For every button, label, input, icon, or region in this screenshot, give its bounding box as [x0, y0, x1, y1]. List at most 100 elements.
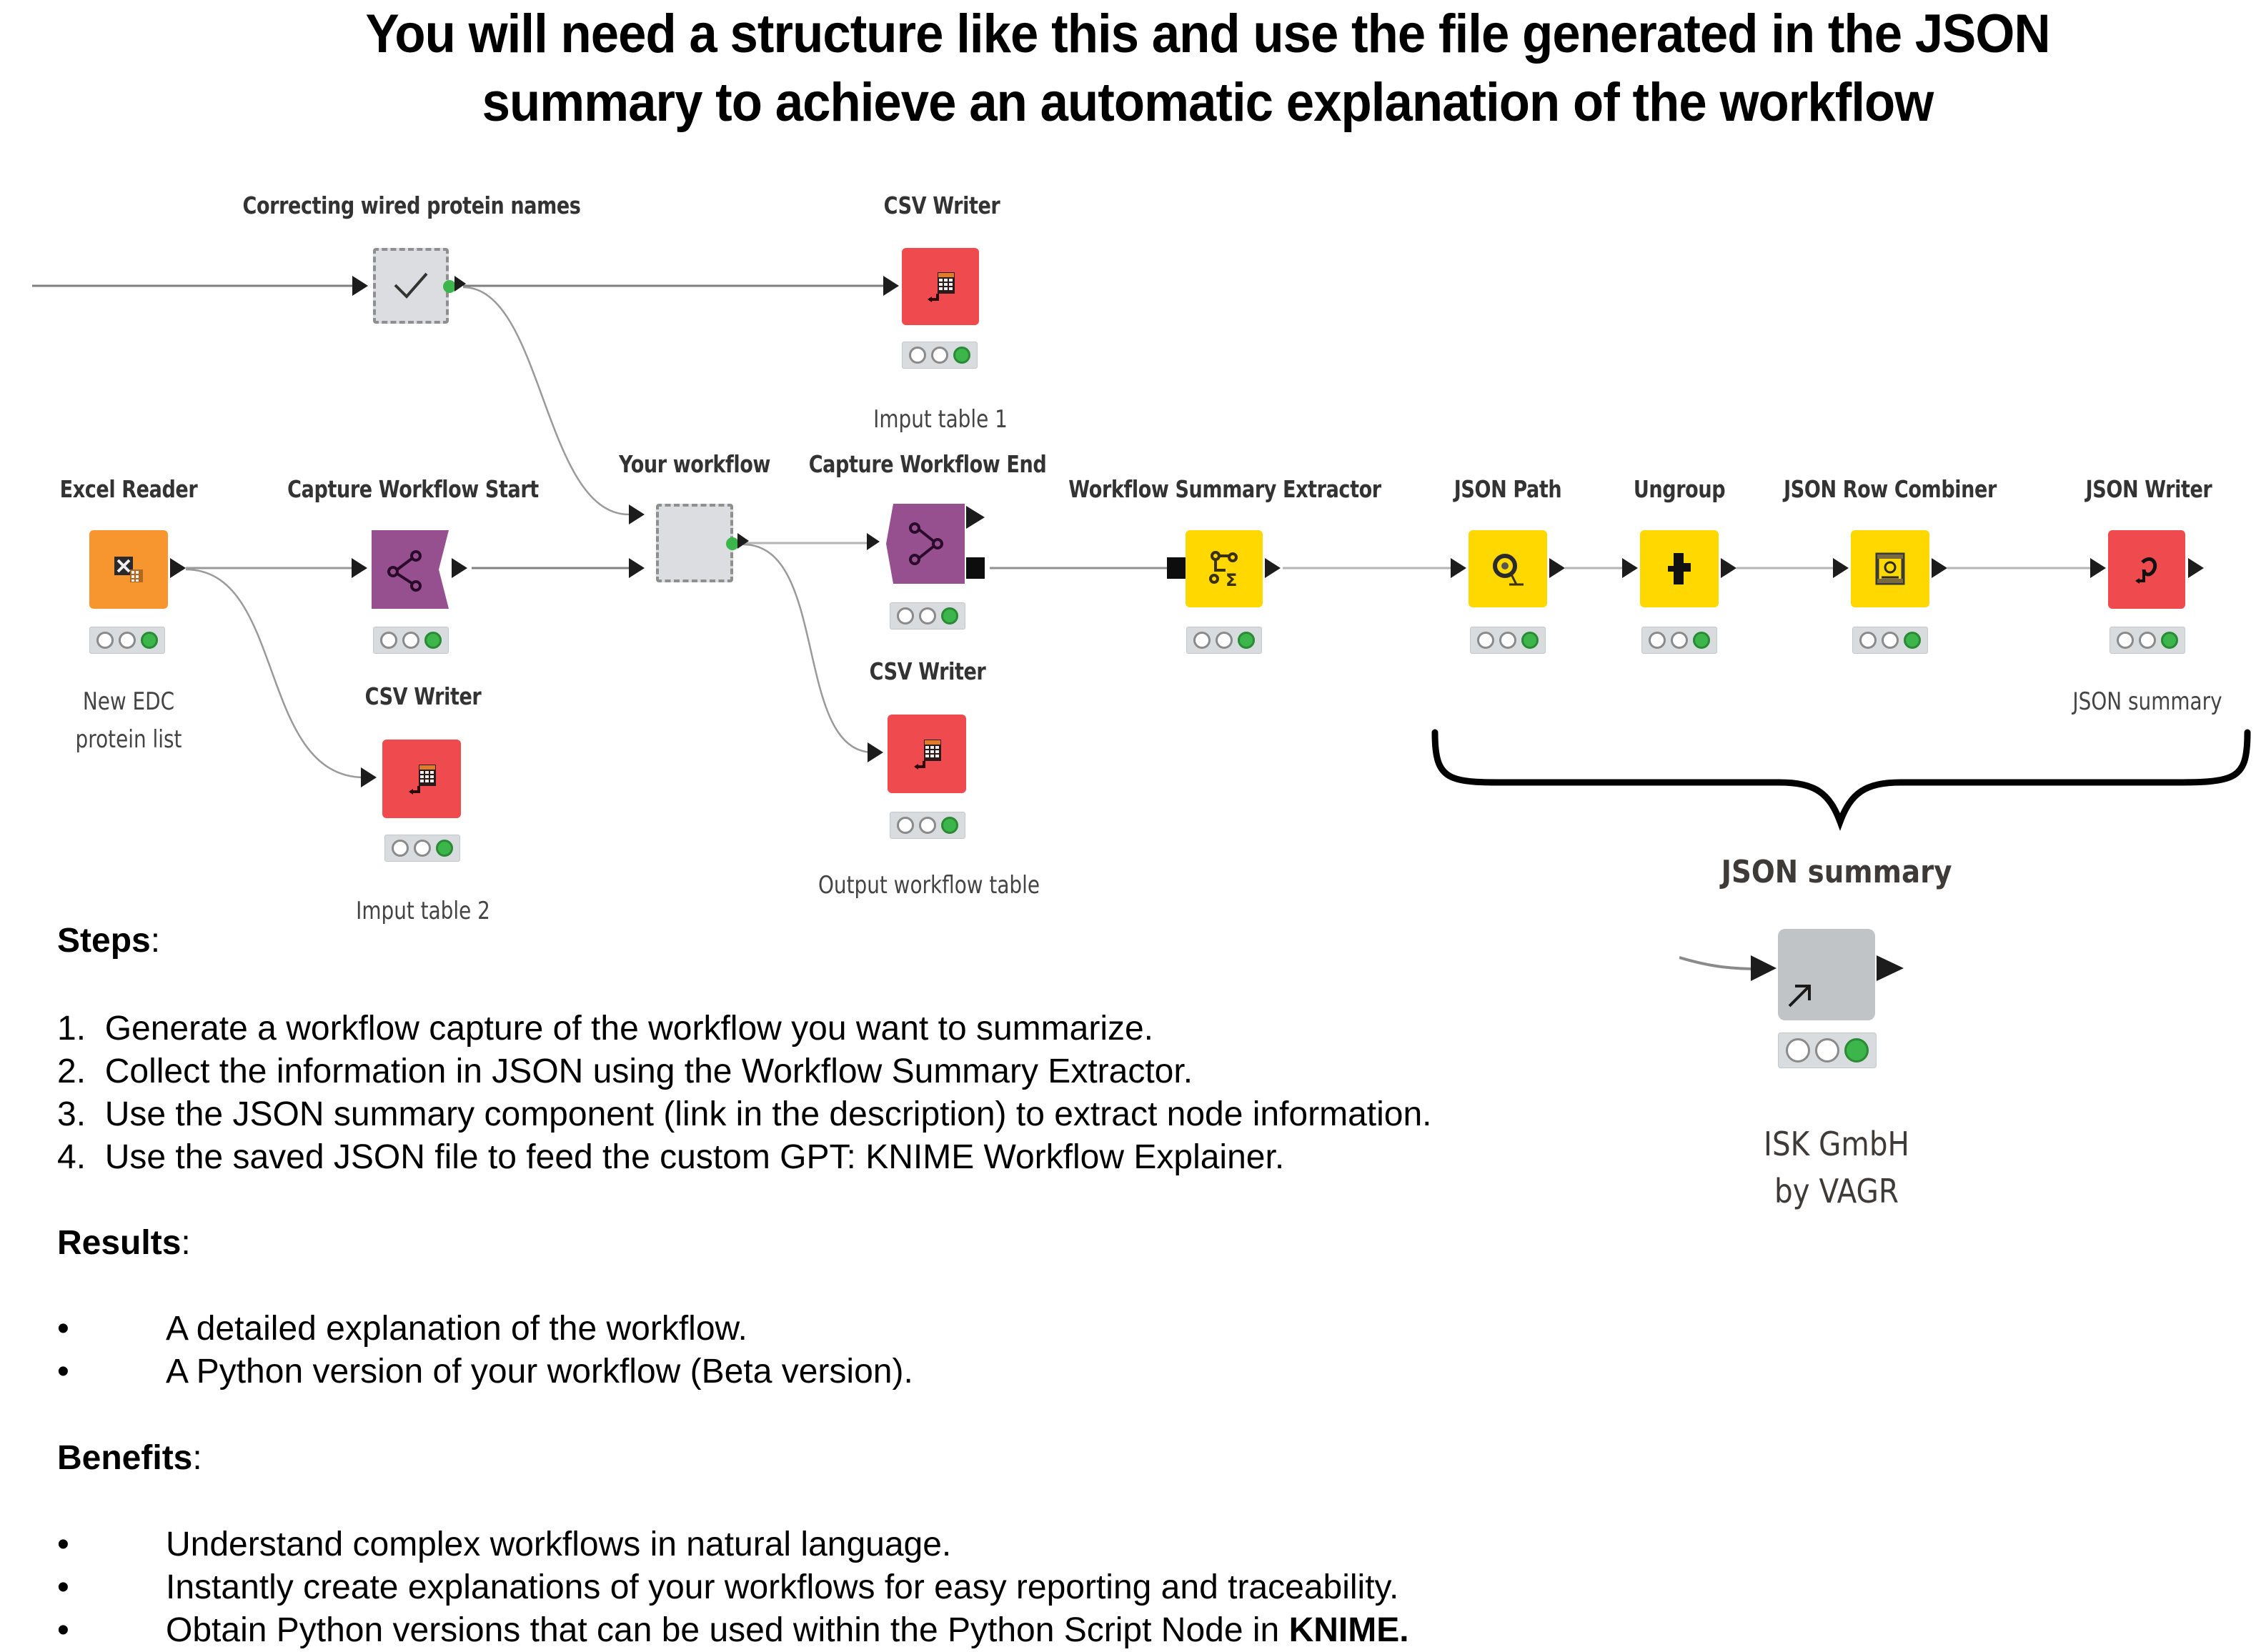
- status-light-red: [1193, 632, 1211, 649]
- benefit-item: •Understand complex workflows in natural…: [57, 1523, 1409, 1566]
- status-light-red: [897, 607, 915, 625]
- output-port[interactable]: [1932, 558, 1947, 578]
- check-icon: [394, 272, 428, 299]
- node-correcting-metanode[interactable]: [373, 248, 449, 324]
- input-port-1[interactable]: [629, 504, 645, 524]
- status-traffic-light: [902, 342, 978, 369]
- input-port[interactable]: [352, 558, 367, 578]
- step-number: 2.: [57, 1053, 105, 1090]
- status-traffic-light: [89, 627, 165, 654]
- step-text: Generate a workflow capture of the workf…: [104, 1010, 1154, 1048]
- status-light-yellow: [402, 632, 419, 649]
- node-json-writer[interactable]: [2108, 530, 2185, 609]
- node-your-workflow-metanode[interactable]: [656, 504, 733, 582]
- status-light-yellow: [118, 632, 136, 649]
- step-item: 1. Generate a workflow capture of the wo…: [57, 1007, 1432, 1050]
- ungroup-icon: [1668, 553, 1691, 584]
- status-light-green: [424, 632, 442, 649]
- input-port[interactable]: [2090, 558, 2106, 578]
- capture-end-icon: [909, 522, 943, 565]
- node-ungroup[interactable]: [1640, 530, 1719, 607]
- component-input-port[interactable]: [1751, 955, 1777, 981]
- workflow-summary-icon: Σ: [1209, 551, 1238, 590]
- output-port[interactable]: [454, 276, 466, 292]
- results-heading-text: Results: [57, 1224, 182, 1262]
- status-traffic-light: [384, 835, 460, 862]
- output-port[interactable]: [1721, 558, 1736, 578]
- results-list: •A detailed explanation of the workflow.…: [57, 1308, 913, 1393]
- step-item: 4. Use the saved JSON file to feed the c…: [57, 1136, 1432, 1179]
- input-port[interactable]: [868, 742, 883, 762]
- status-light-red: [909, 347, 927, 364]
- component-output-port[interactable]: [1877, 955, 1904, 981]
- step-item: 2. Collect the information in JSON using…: [57, 1050, 1432, 1093]
- benefit-text: Obtain Python versions that can be used …: [166, 1611, 1289, 1649]
- status-traffic-light: [1852, 627, 1928, 654]
- node-csv-writer-1[interactable]: [902, 248, 979, 325]
- status-light-red: [1477, 632, 1495, 649]
- node-csv-writer-2[interactable]: [382, 740, 461, 818]
- curly-brace: [1431, 729, 2251, 831]
- input-port[interactable]: [352, 276, 368, 296]
- node-capture-workflow-end[interactable]: [886, 504, 965, 584]
- node-annotation-excel-reader-line-2: protein list: [75, 725, 182, 754]
- status-traffic-light: [373, 627, 449, 654]
- excel-reader-icon: [114, 557, 143, 582]
- output-port[interactable]: [1265, 558, 1281, 578]
- svg-text:Σ: Σ: [1226, 570, 1237, 590]
- status-light-green: [1521, 632, 1539, 649]
- component-author-line-1: ISK GmbH: [1764, 1125, 1909, 1163]
- input-port-workflow[interactable]: [1167, 557, 1186, 579]
- status-light-yellow: [930, 347, 948, 364]
- bullet-icon: •: [57, 1310, 69, 1348]
- input-port[interactable]: [1833, 558, 1849, 578]
- node-annotation-excel-reader-line-1: New EDC: [82, 687, 175, 716]
- node-label-excel-reader: Excel Reader: [59, 475, 198, 503]
- node-label-json-path: JSON Path: [1454, 475, 1562, 503]
- benefits-list: •Understand complex workflows in natural…: [57, 1523, 1409, 1652]
- node-json-summary-component[interactable]: [1778, 929, 1875, 1020]
- step-number: 1.: [57, 1010, 105, 1048]
- output-port[interactable]: [452, 558, 467, 578]
- node-json-path[interactable]: [1469, 530, 1547, 607]
- node-annotation-csv-writer-2: Imput table 2: [356, 897, 490, 925]
- csv-writer-icon: [409, 765, 436, 795]
- node-annotation-json-writer: JSON summary: [2072, 687, 2222, 716]
- input-port[interactable]: [361, 767, 377, 787]
- output-port-flow[interactable]: [966, 506, 985, 529]
- input-port[interactable]: [1622, 558, 1638, 578]
- node-label-csv-writer-2: CSV Writer: [364, 682, 482, 710]
- status-traffic-light: [1641, 627, 1717, 654]
- input-port-2[interactable]: [629, 558, 645, 578]
- link-arrow-icon: [1788, 985, 1811, 1007]
- output-port[interactable]: [1549, 558, 1565, 578]
- node-annotation-csv-writer-3: Output workflow table: [818, 871, 1040, 900]
- output-port[interactable]: [2188, 558, 2204, 578]
- node-label-workflow-summary-extractor: Workflow Summary Extractor: [1068, 475, 1381, 503]
- page-title-line-1: You will need a structure like this and …: [365, 4, 2050, 64]
- json-path-icon: [1493, 554, 1524, 586]
- steps-heading-text: Steps: [57, 922, 151, 960]
- bullet-icon: •: [57, 1526, 69, 1563]
- step-item: 3. Use the JSON summary component (link …: [57, 1093, 1432, 1136]
- node-capture-workflow-start[interactable]: [372, 530, 449, 609]
- output-port-status-dot: [726, 537, 739, 550]
- node-label-correcting: Correcting wired protein names: [242, 191, 581, 219]
- output-port[interactable]: [170, 558, 186, 578]
- status-light-green: [1844, 1038, 1869, 1063]
- status-light-red: [2117, 632, 2135, 649]
- output-port[interactable]: [737, 533, 749, 549]
- output-port-workflow[interactable]: [966, 557, 985, 579]
- input-port[interactable]: [867, 533, 880, 550]
- status-light-yellow: [1881, 632, 1899, 649]
- input-port[interactable]: [883, 276, 899, 296]
- node-json-row-combiner[interactable]: [1851, 530, 1929, 607]
- component-input-wire: [1679, 956, 1759, 970]
- node-workflow-summary-extractor[interactable]: Σ: [1186, 530, 1263, 607]
- node-csv-writer-3[interactable]: [888, 715, 966, 793]
- status-light-yellow: [1670, 632, 1688, 649]
- component-author-line-2: by VAGR: [1774, 1172, 1899, 1210]
- input-port[interactable]: [1451, 558, 1466, 578]
- status-light-green: [1692, 632, 1710, 649]
- node-excel-reader[interactable]: [89, 530, 168, 609]
